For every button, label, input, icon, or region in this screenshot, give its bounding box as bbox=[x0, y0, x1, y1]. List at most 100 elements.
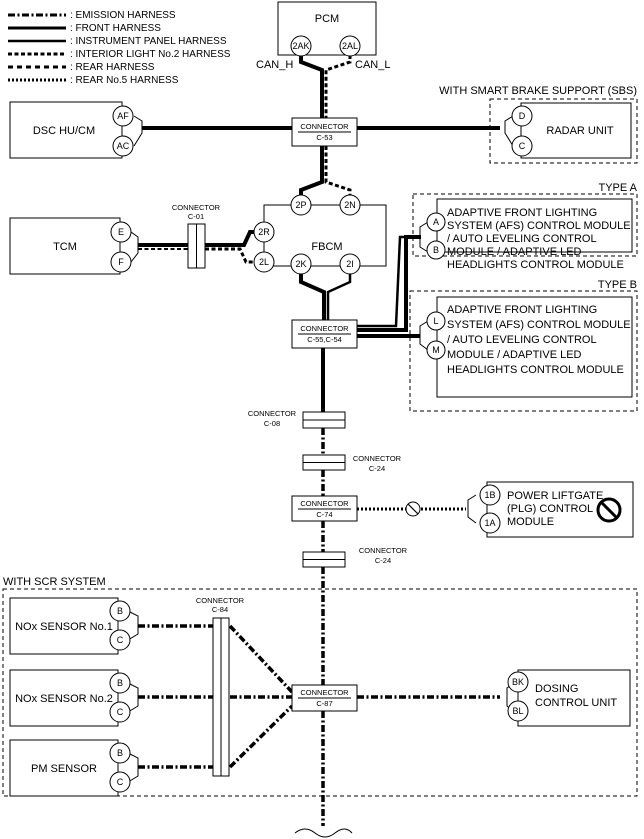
c24b-id: C-24 bbox=[375, 556, 391, 565]
dsc-pin-ac bbox=[112, 135, 134, 157]
type-a-group: TYPE A ADAPTIVE FRONT LIGHTING SYSTEM (A… bbox=[412, 182, 638, 271]
pm-label: PM SENSOR bbox=[31, 763, 97, 775]
type-b-pin-m-label: M bbox=[432, 345, 440, 355]
plg-line-1: POWER LIFTGATE bbox=[507, 490, 603, 502]
nox1-label: NOx SENSOR No.1 bbox=[15, 621, 113, 633]
fbcm-pin-2i-label: 2I bbox=[346, 259, 354, 269]
nox1-pin-b-label: B bbox=[117, 606, 123, 616]
fbcm-pin-2i bbox=[339, 253, 361, 275]
type-b-group: TYPE B ADAPTIVE FRONT LIGHTING SYSTEM (A… bbox=[409, 279, 638, 412]
fbcm-pin-2l-label: 2L bbox=[259, 257, 269, 267]
type-a-title: TYPE A bbox=[598, 182, 637, 194]
dsc-pin-af bbox=[112, 105, 134, 127]
connector-c08: CONNECTOR C-08 bbox=[248, 409, 346, 429]
type-b-pin-l-label: L bbox=[433, 316, 438, 326]
connector-c74: CONNECTOR C-74 bbox=[291, 495, 358, 522]
type-b-line-5: HEADLIGHTS CONTROL MODULE bbox=[447, 364, 624, 376]
legend-rear: : REAR HARNESS bbox=[70, 62, 155, 73]
scr-group: WITH SCR SYSTEM NOx SENSOR No.1 B C NOx … bbox=[2, 576, 638, 797]
legend: : EMISSION HARNESS : FRONT HARNESS : INS… bbox=[8, 10, 231, 86]
pcm-module: PCM 2AK 2AL CAN_H CAN_L bbox=[256, 1, 390, 71]
plg-line-3: MODULE bbox=[507, 516, 554, 528]
type-a-line-2: SYSTEM (AFS) CONTROL MODULE bbox=[447, 220, 631, 232]
c08-word: CONNECTOR bbox=[248, 409, 297, 418]
dosing-pin-bk bbox=[507, 671, 529, 693]
c84-id: C-84 bbox=[212, 605, 228, 614]
pm-pin-c bbox=[109, 771, 131, 793]
can-l-label: CAN_L bbox=[355, 59, 390, 71]
legend-instrument-panel: : INSTRUMENT PANEL HARNESS bbox=[70, 36, 227, 47]
fbcm-pin-2n bbox=[339, 194, 361, 216]
c24a-word: CONNECTOR bbox=[353, 454, 402, 463]
type-a-line-3: / AUTO LEVELING CONTROL bbox=[447, 233, 597, 245]
wires bbox=[127, 55, 516, 838]
legend-emission: : EMISSION HARNESS bbox=[70, 10, 176, 21]
nox1-pin-b bbox=[109, 600, 131, 622]
pm-pin-b bbox=[109, 742, 131, 764]
dosing-pin-bk-label: BK bbox=[512, 677, 524, 687]
type-a-line-5: HEADLIGHTS CONTROL MODULE bbox=[447, 259, 624, 271]
c24b-word: CONNECTOR bbox=[359, 546, 408, 555]
dsc-label: DSC HU/CM bbox=[33, 125, 95, 137]
fbcm-pin-2k bbox=[290, 253, 312, 275]
fbcm-pin-2k-label: 2K bbox=[295, 259, 306, 269]
legend-front: : FRONT HARNESS bbox=[70, 23, 161, 34]
radar-pin-d-label: D bbox=[519, 111, 526, 121]
plg-pin-1a-label: 1A bbox=[484, 518, 495, 528]
prohibited-small-icon bbox=[405, 501, 421, 517]
type-a-pin-a bbox=[426, 212, 446, 232]
c08-id: C-08 bbox=[264, 419, 280, 428]
plg-pin-1a bbox=[479, 512, 501, 534]
pcm-pin-2ak-label: 2AK bbox=[292, 41, 309, 51]
scr-title: WITH SCR SYSTEM bbox=[3, 576, 106, 588]
can-h-label: CAN_H bbox=[256, 59, 293, 71]
dsc-module: DSC HU/CM AF AC bbox=[9, 101, 134, 159]
type-b-line-4: MODULE / ADAPTIVE LED bbox=[447, 349, 582, 361]
fbcm-pin-2r bbox=[253, 221, 275, 243]
fbcm-label: FBCM bbox=[311, 241, 342, 253]
pcm-pin-2al bbox=[339, 35, 361, 57]
nox2-pin-c bbox=[109, 701, 131, 723]
nox2-pin-c-label: C bbox=[117, 707, 124, 717]
dsc-pin-ac-label: AC bbox=[117, 141, 130, 151]
c74-word: CONNECTOR bbox=[300, 499, 349, 508]
fbcm-module: FBCM 2P 2N 2R 2L 2K 2I bbox=[253, 194, 387, 275]
type-b-pin-l bbox=[426, 311, 446, 331]
nox1-pin-c-label: C bbox=[117, 635, 124, 645]
plg-pin-1b-label: 1B bbox=[484, 490, 495, 500]
tcm-label: TCM bbox=[53, 241, 77, 253]
legend-rear-no5: : REAR No.5 HARNESS bbox=[70, 75, 179, 86]
prohibited-icon bbox=[596, 497, 622, 523]
plg-pin-1b bbox=[479, 484, 501, 506]
c53-word: CONNECTOR bbox=[300, 122, 349, 131]
dosing-pin-bl-label: BL bbox=[512, 706, 523, 716]
dosing-pin-bl bbox=[507, 700, 529, 722]
pcm-pin-2al-label: 2AL bbox=[342, 41, 358, 51]
sbs-title: WITH SMART BRAKE SUPPORT (SBS) bbox=[439, 85, 637, 97]
c87-id: C-87 bbox=[316, 699, 332, 708]
nox2-pin-b-label: B bbox=[117, 678, 123, 688]
plg-module: POWER LIFTGATE (PLG) CONTROL MODULE 1B 1… bbox=[479, 481, 634, 538]
type-b-pin-m bbox=[426, 340, 446, 360]
type-a-line-1: ADAPTIVE FRONT LIGHTING bbox=[447, 207, 597, 219]
connector-c53: CONNECTOR C-53 bbox=[291, 117, 358, 147]
pcm-label: PCM bbox=[315, 13, 339, 25]
connector-c24-lower: CONNECTOR C-24 bbox=[302, 546, 408, 568]
nox2-pin-b bbox=[109, 672, 131, 694]
c24a-id: C-24 bbox=[369, 464, 385, 473]
type-b-line-2: SYSTEM (AFS) CONTROL MODULE bbox=[447, 319, 631, 331]
type-a-pin-b bbox=[426, 240, 446, 260]
tcm-pin-e-label: E bbox=[118, 227, 124, 237]
radar-label: RADAR UNIT bbox=[546, 125, 614, 137]
type-b-line-3: / AUTO LEVELING CONTROL bbox=[447, 334, 597, 346]
legend-interior-light: : INTERIOR LIGHT No.2 HARNESS bbox=[70, 49, 231, 60]
c01-word: CONNECTOR bbox=[172, 203, 221, 212]
c55-word: CONNECTOR bbox=[300, 324, 349, 333]
connector-c01: CONNECTOR C-01 bbox=[172, 203, 221, 269]
pcm-pin-2ak bbox=[290, 35, 312, 57]
type-a-pin-b-label: B bbox=[433, 245, 439, 255]
tcm-pin-f bbox=[110, 251, 132, 273]
c55-id: C-55,C-54 bbox=[307, 335, 342, 344]
dosing-line-2: CONTROL UNIT bbox=[535, 697, 617, 709]
